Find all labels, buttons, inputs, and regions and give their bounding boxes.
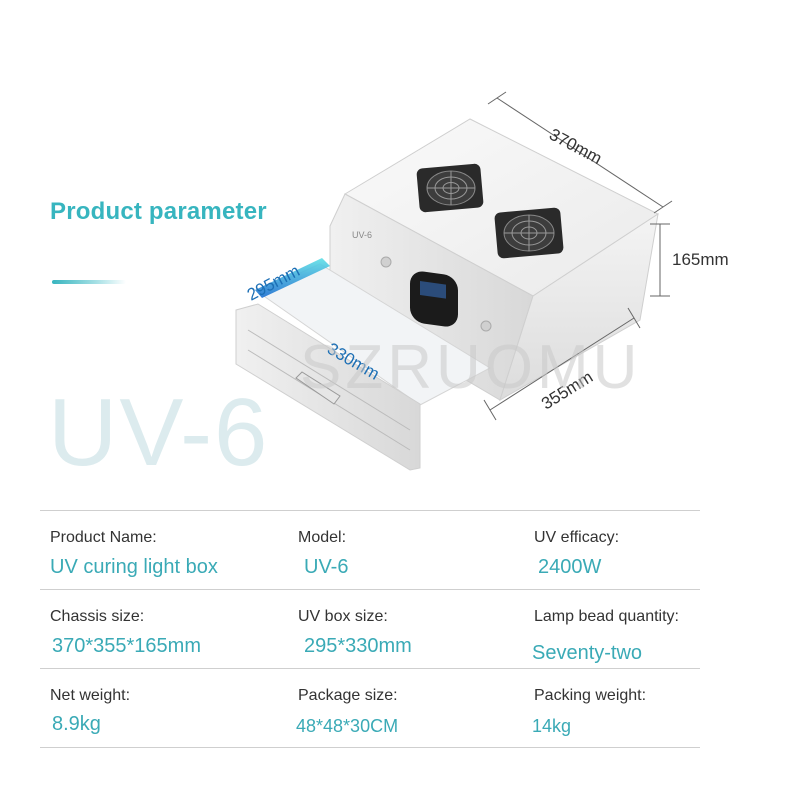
model-watermark: UV-6 bbox=[48, 379, 270, 486]
spec-row: Product Name: UV curing light box Model:… bbox=[40, 510, 700, 589]
drawer-front bbox=[235, 303, 421, 471]
spec-label: Lamp bead quantity: bbox=[534, 608, 679, 625]
spec-label: Model: bbox=[298, 529, 347, 546]
spec-label: Product Name: bbox=[50, 529, 157, 546]
spec-value: Seventy-two bbox=[532, 642, 643, 664]
brand-watermark: SZRUOMU bbox=[300, 333, 642, 402]
drawer-handle bbox=[295, 371, 341, 405]
dimension-height-label: 165mm bbox=[672, 250, 729, 269]
spec-value: 295*330mm bbox=[304, 635, 412, 657]
spec-label: Packing weight: bbox=[534, 687, 647, 704]
fan-icon bbox=[494, 207, 564, 259]
spec-value: UV-6 bbox=[304, 556, 349, 578]
chassis-side-face bbox=[499, 212, 659, 402]
spec-value: 48*48*30CM bbox=[296, 716, 399, 736]
spec-row: Net weight: 8.9kg Package size: 48*48*30… bbox=[40, 668, 700, 748]
control-display bbox=[410, 271, 458, 327]
digital-readout bbox=[420, 281, 446, 299]
spec-value: 370*355*165mm bbox=[52, 635, 201, 657]
spec-label: Chassis size: bbox=[50, 608, 145, 625]
spec-value: 8.9kg bbox=[52, 713, 101, 735]
spec-table: Product Name: UV curing light box Model:… bbox=[40, 510, 700, 748]
spec-row: Chassis size: 370*355*165mm UV box size:… bbox=[40, 589, 700, 668]
drawer-glow-top bbox=[255, 258, 330, 298]
spec-value: 14kg bbox=[532, 716, 572, 736]
spec-label: Net weight: bbox=[50, 687, 131, 704]
chassis-logo: UV-6 bbox=[352, 230, 372, 240]
spec-label: UV box size: bbox=[298, 608, 388, 625]
fan-icon bbox=[416, 163, 484, 213]
spec-label: Package size: bbox=[298, 687, 398, 704]
page-title: Product parameter bbox=[50, 198, 267, 225]
dim-line-width bbox=[496, 97, 664, 208]
dim-line-depth bbox=[489, 317, 635, 411]
title-underline bbox=[52, 280, 126, 284]
power-knob bbox=[380, 256, 392, 268]
spec-label: UV efficacy: bbox=[534, 529, 620, 546]
indicator-knob bbox=[480, 320, 492, 332]
spec-value: UV curing light box bbox=[50, 556, 218, 578]
spec-value: 2400W bbox=[538, 556, 602, 578]
